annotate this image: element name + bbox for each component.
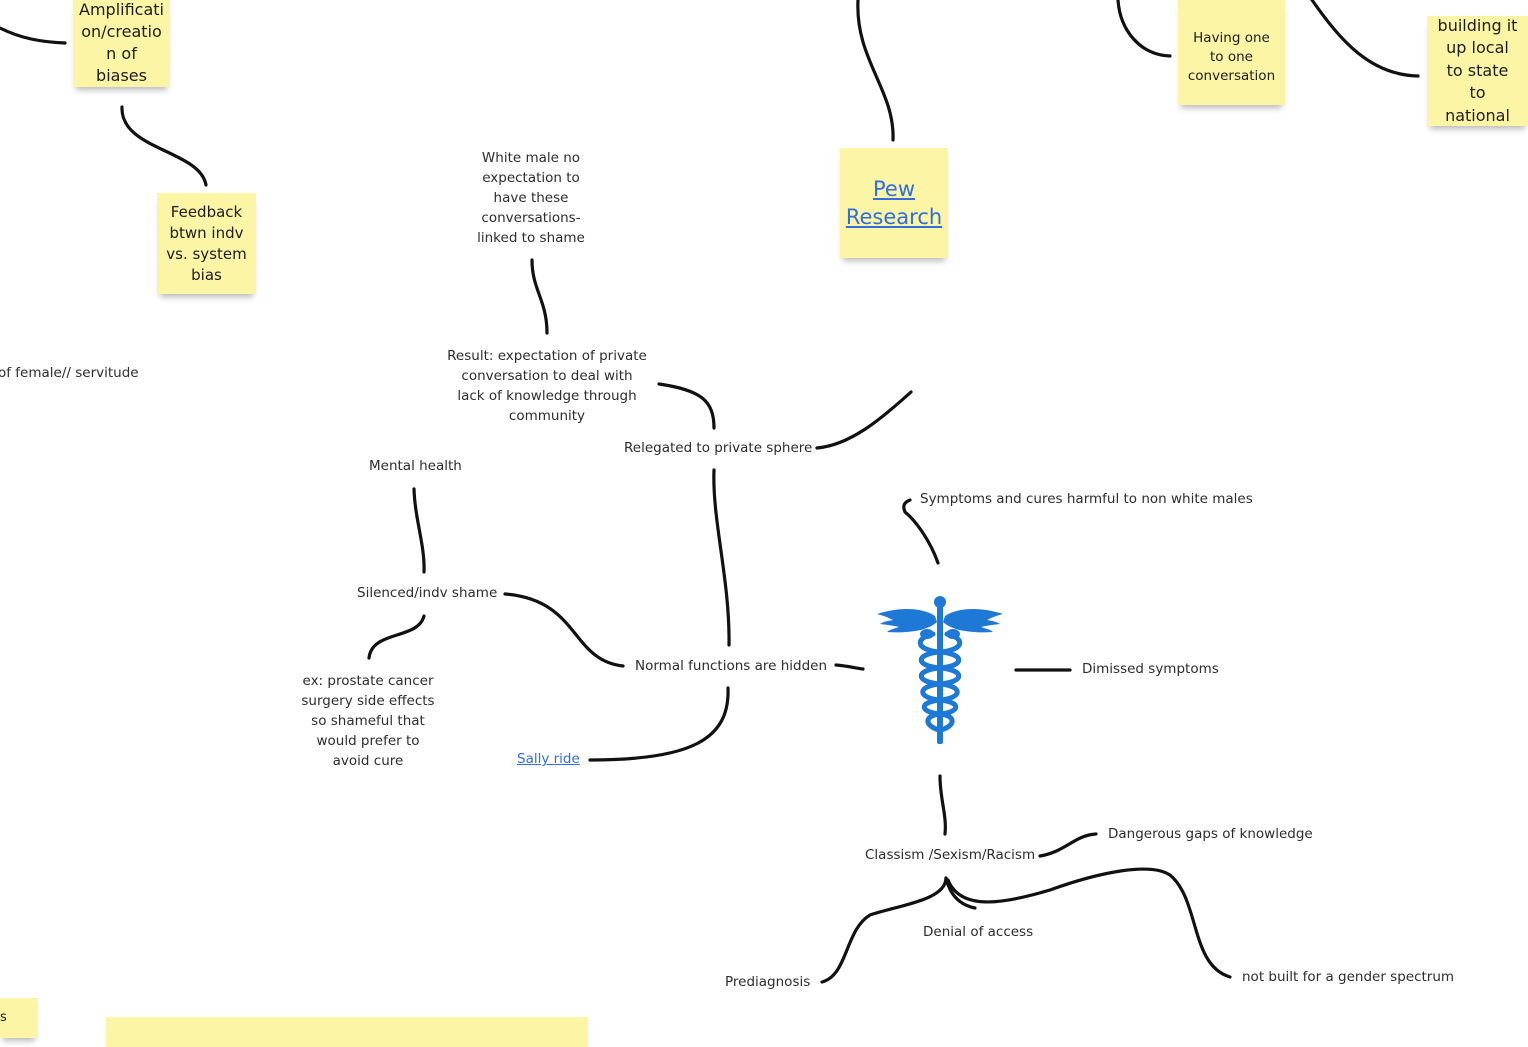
connector <box>120 105 208 187</box>
connector <box>946 867 1232 979</box>
node-silenced[interactable]: Silenced/indv shame <box>357 585 498 601</box>
node-prostate[interactable]: ex: prostate cancer surgery side effects… <box>301 673 435 769</box>
node-mental-health[interactable]: Mental health <box>369 458 462 474</box>
connector <box>1038 832 1098 858</box>
node-gender-spectrum[interactable]: not built for a gender spectrum <box>1242 969 1455 985</box>
connector <box>657 382 716 430</box>
connector <box>588 686 730 762</box>
connector <box>367 614 426 660</box>
connector <box>1310 0 1420 78</box>
pew-research-link[interactable]: Pew Research <box>845 177 943 229</box>
connector <box>0 26 67 45</box>
sally-ride-link[interactable]: Sally ride <box>517 751 580 767</box>
node-relegated[interactable]: Relegated to private sphere <box>624 440 813 456</box>
sticky-text: building it up local to state to nationa… <box>1437 15 1518 125</box>
connector <box>530 258 549 335</box>
node-classism[interactable]: Classism /Sexism/Racism <box>865 847 1036 863</box>
node-symptoms-cures[interactable]: Symptoms and cures harmful to non white … <box>920 491 1253 507</box>
caduceus-icon[interactable] <box>875 594 1005 746</box>
node-denial[interactable]: Denial of access <box>923 924 1034 940</box>
sticky-note-amplification[interactable]: Amplificati on/creatio n of biases <box>73 0 170 87</box>
connector <box>712 468 731 647</box>
sticky-text: Having one to one conversation <box>1187 30 1276 84</box>
sticky-note-pew-research[interactable]: Pew Research <box>840 148 948 258</box>
connector <box>412 487 426 574</box>
connector <box>902 498 940 565</box>
sticky-text: Feedback btwn indv vs. system bias <box>166 202 247 284</box>
node-dismissed[interactable]: Dimissed symptoms <box>1082 661 1219 677</box>
sticky-note-one-to-one[interactable]: Having one to one conversation <box>1178 0 1285 105</box>
node-female-servitude[interactable]: of female// servitude <box>0 365 139 381</box>
connector <box>815 390 913 450</box>
connector <box>820 876 948 984</box>
node-prediagnosis[interactable]: Prediagnosis <box>725 974 811 990</box>
sticky-note-feedback[interactable]: Feedback btwn indv vs. system bias <box>157 193 256 294</box>
node-normal-functions[interactable]: Normal functions are hidden <box>635 658 828 674</box>
node-sally-ride[interactable]: Sally ride <box>517 749 580 769</box>
sticky-note-building[interactable]: building it up local to state to nationa… <box>1427 16 1528 126</box>
node-white-male[interactable]: White male no expectation to have these … <box>477 150 585 246</box>
connector <box>834 663 865 671</box>
connector <box>938 774 947 836</box>
connector <box>503 592 625 668</box>
sticky-text: Amplificati on/creatio n of biases <box>79 0 164 85</box>
sticky-text: s <box>0 1010 7 1025</box>
sticky-note-bottom-left[interactable]: s <box>0 998 38 1038</box>
sticky-note-bottom-wide[interactable] <box>106 1017 588 1047</box>
connector <box>856 0 895 142</box>
node-dangerous[interactable]: Dangerous gaps of knowledge <box>1108 826 1313 842</box>
connector <box>1116 0 1172 58</box>
node-result[interactable]: Result: expectation of private conversat… <box>447 348 647 424</box>
